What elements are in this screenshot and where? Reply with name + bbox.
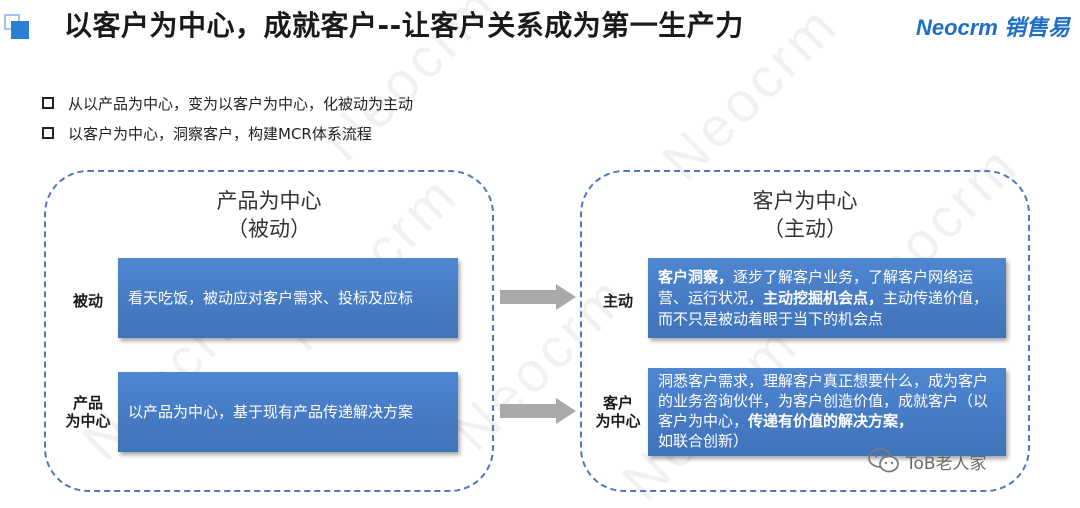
right-arrow-icon [500, 284, 576, 310]
list-item: 从以产品为中心，变为以客户为中心，化被动为主动 [42, 92, 413, 114]
row-label-line: 为中心 [595, 412, 641, 430]
page-title: 以客户为中心，成就客户--让客户关系成为第一生产力 [64, 9, 744, 42]
row-label: 产品 为中心 [64, 394, 112, 430]
proactive-description-box: 客户洞察，逐步了解客户业务，了解客户网络运营、运行状况，主动挖掘机会点，主动传递… [648, 258, 1006, 338]
right-arrow-icon [500, 398, 576, 424]
row-label-line: 为中心 [65, 412, 111, 430]
panel-subtitle: （主动） [763, 217, 847, 241]
box-text: 如联合创新） [658, 432, 749, 450]
row-label-line: 客户 [602, 394, 633, 412]
customer-centric-panel: 客户为中心 （主动） 主动 客户洞察，逐步了解客户业务，了解客户网络运营、运行状… [580, 170, 1030, 492]
bullet-text: 以客户为中心，洞察客户，构建MCR体系流程 [68, 124, 372, 143]
square-bullet-icon [42, 127, 54, 139]
box-bold-text: 客户洞察， [658, 268, 734, 286]
box-text: 主动传递价值，而不只是被动着眼于当下的机会点 [658, 289, 989, 328]
box-bold-text: 主动挖掘机会点， [763, 289, 884, 307]
customer-centric-description-box: 洞悉客户需求，理解客户真正想要什么，成为客户的业务咨询伙伴，为客户创造价值，成就… [648, 368, 1006, 456]
box-text: 看天吃饭，被动应对客户需求、投标及应标 [128, 288, 414, 307]
panel-subtitle: （被动） [227, 217, 311, 241]
product-centric-description-box: 以产品为中心，基于现有产品传递解决方案 [118, 372, 458, 452]
logo-squares-icon [4, 14, 30, 40]
box-text: 洞悉客户需求，理解客户真正想要什么，成为客户的业务咨询伙伴，为客户创造价值，成就… [658, 372, 989, 430]
bullet-list: 从以产品为中心，变为以客户为中心，化被动为主动 以客户为中心，洞察客户，构建MC… [42, 92, 413, 152]
wechat-account-tag: ToB老人家 [868, 448, 987, 474]
box-bold-text: 传递有价值的解决方案， [748, 412, 914, 430]
box-text: 逐步了解客户业务，了解客户网络运营、运行状况， [658, 268, 974, 307]
list-item: 以客户为中心，洞察客户，构建MCR体系流程 [42, 122, 413, 144]
row-label-line: 产品 [72, 394, 103, 412]
row-label: 客户 为中心 [588, 394, 648, 430]
row-label: 被动 [72, 292, 103, 310]
panel-title: 产品为中心 [216, 189, 322, 213]
row-label: 主动 [602, 292, 633, 310]
box-text: 以产品为中心，基于现有产品传递解决方案 [128, 402, 414, 421]
product-centric-panel: 产品为中心 （被动） 被动 看天吃饭，被动应对客户需求、投标及应标 产品 为中心… [44, 170, 494, 492]
square-bullet-icon [42, 97, 54, 109]
passive-description-box: 看天吃饭，被动应对客户需求、投标及应标 [118, 258, 458, 338]
wechat-account-name: ToB老人家 [906, 453, 987, 474]
brand-logo: Neocrm 销售易 [915, 15, 1070, 40]
bullet-text: 从以产品为中心，变为以客户为中心，化被动为主动 [68, 94, 414, 113]
panel-title: 客户为中心 [752, 189, 858, 213]
wechat-icon [868, 448, 899, 473]
